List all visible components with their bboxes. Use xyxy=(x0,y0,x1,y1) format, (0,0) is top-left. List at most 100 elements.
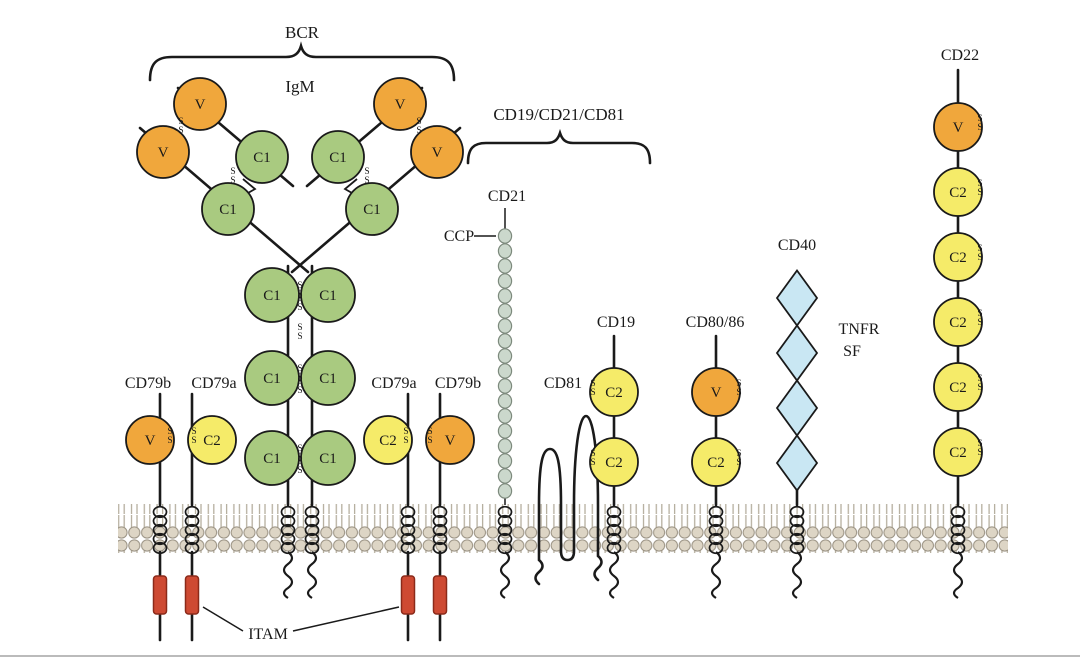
bcr-complex: BCR IgM V V V V C1 C1 C1 C1 C1 C1 xyxy=(136,23,464,600)
disulfide-bond xyxy=(977,439,983,458)
c2-domain-label: C2 xyxy=(949,250,967,266)
ccp-domain xyxy=(497,393,513,409)
v-domain xyxy=(173,77,227,131)
v-domain-label: V xyxy=(711,385,722,401)
c1-domain xyxy=(201,182,255,236)
v-domain-label: V xyxy=(395,97,406,113)
itam-motif xyxy=(184,575,200,615)
plasma-membrane xyxy=(118,504,1008,553)
tnfr-domain xyxy=(775,378,819,438)
coreceptor-bracket-label: CD19/CD21/CD81 xyxy=(493,105,624,124)
ccp-domain xyxy=(497,408,513,424)
ccp-domain xyxy=(497,228,513,244)
disulfide-bond xyxy=(590,449,596,468)
disulfide-bond xyxy=(977,244,983,263)
ccp-domain xyxy=(497,273,513,289)
itam-pointer-left xyxy=(202,606,244,632)
cd79a-label: CD79a xyxy=(371,375,416,392)
cytoplasmic-tail xyxy=(282,550,294,600)
disulfide-bond xyxy=(427,427,433,446)
disulfide-bond xyxy=(297,457,303,476)
itam-motif xyxy=(152,575,168,615)
ccp-domain xyxy=(497,243,513,259)
disulfide-bond xyxy=(230,167,236,186)
c1-domain-label: C1 xyxy=(219,202,237,218)
c2-domain xyxy=(589,367,639,417)
cytoplasmic-tail xyxy=(710,550,722,600)
disulfide-bond xyxy=(297,323,303,342)
cytoplasmic-tail xyxy=(499,550,511,600)
v-domain-label: V xyxy=(158,145,169,161)
c1-domain-label: C1 xyxy=(263,451,281,467)
ccp-domain xyxy=(497,288,513,304)
cd81-chain xyxy=(534,414,603,586)
ccp-domain xyxy=(497,258,513,274)
itam-callout: ITAM xyxy=(202,606,400,643)
disulfide-bond xyxy=(736,379,742,398)
tnfr-domain xyxy=(775,433,819,493)
c2-domain-label: C2 xyxy=(605,385,623,401)
c1-domain-label: C1 xyxy=(363,202,381,218)
c2-domain-label: C2 xyxy=(605,455,623,471)
c1-domain-label: C1 xyxy=(253,150,271,166)
disulfide-bond xyxy=(977,179,983,198)
disulfide-bond xyxy=(167,427,173,446)
v-domain xyxy=(425,415,475,465)
cd81-label: CD81 xyxy=(544,375,582,392)
ccp-domain xyxy=(497,363,513,379)
itam-pointer-right xyxy=(292,606,400,632)
ccp-domain xyxy=(497,348,513,364)
cd22-label: CD22 xyxy=(941,47,979,64)
disulfide-bond xyxy=(297,294,303,313)
c1-domain-label: C1 xyxy=(329,150,347,166)
cd79b-label: CD79b xyxy=(125,375,171,392)
c2-domain-label: C2 xyxy=(949,445,967,461)
v-domain-label: V xyxy=(195,97,206,113)
cd19-molecule: CD19 C2 C2 xyxy=(589,314,639,600)
v-domain xyxy=(136,125,190,179)
cd22-molecule: CD22 V C2 C2 C2 C2 C2 xyxy=(933,47,983,600)
ccp-domain xyxy=(497,483,513,499)
ccp-domain xyxy=(497,378,513,394)
disulfide-bond xyxy=(191,427,197,446)
disulfide-bond xyxy=(364,167,370,186)
tnfr-domain xyxy=(775,323,819,383)
disulfide-bond xyxy=(403,427,409,446)
cd79-right-pair: CD79a CD79b C2 V xyxy=(363,375,481,642)
itam-label: ITAM xyxy=(248,626,288,643)
ccp-domain xyxy=(497,468,513,484)
c2-domain-label: C2 xyxy=(707,455,725,471)
ccp-domain xyxy=(497,423,513,439)
c1-domain-label: C1 xyxy=(263,288,281,304)
igm-label: IgM xyxy=(285,77,314,96)
c1-domain-label: C1 xyxy=(263,371,281,387)
c1-domain xyxy=(235,130,289,184)
cd79a-label: CD79a xyxy=(191,375,236,392)
coreceptor-bracket xyxy=(466,128,652,165)
disulfide-bond xyxy=(590,379,596,398)
itam-motif xyxy=(432,575,448,615)
tnfr-sf-label-line2: SF xyxy=(843,343,861,360)
ccp-domain xyxy=(497,303,513,319)
ccp-domain xyxy=(497,453,513,469)
c1-domain-label: C1 xyxy=(319,451,337,467)
tnfr-domain xyxy=(775,268,819,328)
ccp-label: CCP xyxy=(444,228,474,245)
v-domain-label: V xyxy=(953,120,964,136)
c1-domain-label: C1 xyxy=(319,288,337,304)
cytoplasmic-tail xyxy=(952,550,964,600)
c2-domain-label: C2 xyxy=(949,185,967,201)
c2-domain xyxy=(589,437,639,487)
v-domain-label: V xyxy=(432,145,443,161)
v-domain-label: V xyxy=(145,433,156,449)
cd80-86-label: CD80/86 xyxy=(686,314,745,331)
coreceptor-complex: CD19/CD21/CD81 CD21 CCP xyxy=(444,105,652,600)
c2-domain-label: C2 xyxy=(949,380,967,396)
disulfide-bond xyxy=(416,117,422,136)
cd40-molecule: CD40 TNFR SF xyxy=(775,237,880,600)
disulfide-bond xyxy=(178,117,184,136)
bcr-label: BCR xyxy=(285,23,320,42)
c1-domain xyxy=(345,182,399,236)
tnfr-sf-label-line1: TNFR xyxy=(839,321,880,338)
c2-domain xyxy=(363,415,413,465)
